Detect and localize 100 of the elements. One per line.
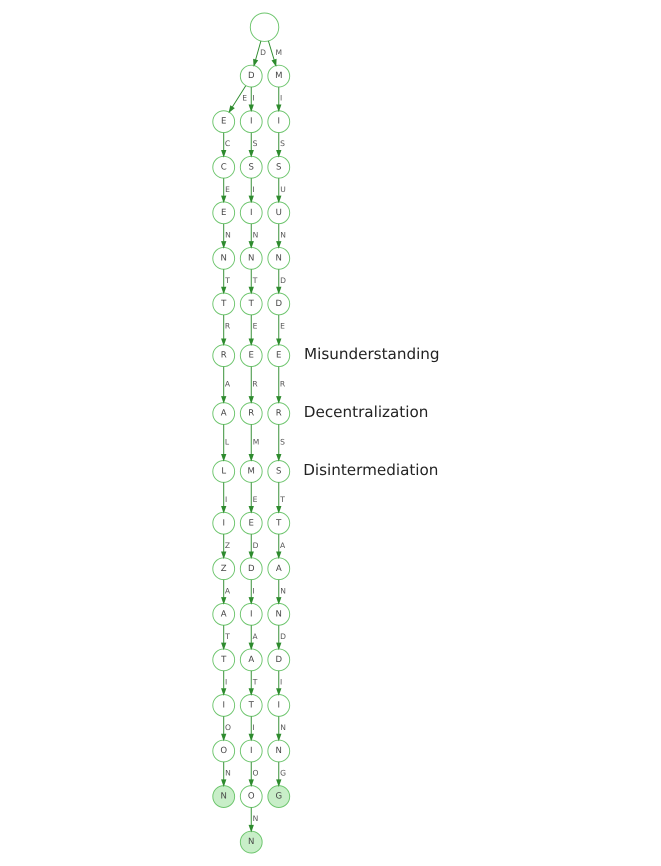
edge-label: M: [252, 437, 260, 446]
edge-label: N: [280, 586, 286, 596]
edge-label: E: [242, 94, 247, 103]
arrow: [276, 268, 282, 294]
arrow: [221, 579, 226, 605]
node-circle: I: [240, 201, 263, 224]
arrow: [221, 716, 226, 742]
node-circle: N: [267, 602, 290, 626]
node-circle: A: [267, 557, 290, 580]
node-circle: I: [212, 694, 236, 717]
node-circle: A: [240, 648, 263, 672]
node-circle: O: [240, 785, 263, 808]
arrow: [248, 624, 254, 650]
node-circle: N: [240, 246, 263, 270]
node-circle: S: [240, 156, 263, 179]
node-circle: N: [267, 740, 290, 762]
node-circle: S: [267, 156, 290, 179]
edge-label: N: [280, 723, 286, 732]
edge-label: S: [280, 437, 285, 446]
arrow: [276, 178, 282, 204]
edge-label: N: [252, 230, 258, 240]
node-circle: A: [212, 402, 236, 425]
edge-label: I: [224, 677, 228, 686]
edge-label: N: [252, 814, 258, 824]
label: Decentralization: [304, 403, 428, 422]
arrow: [276, 482, 282, 514]
edge-label: D: [260, 48, 266, 58]
arrow: [221, 534, 226, 560]
arrow: [248, 482, 254, 514]
node-circle: O: [212, 740, 236, 762]
node-circle: I: [240, 110, 263, 134]
arrow: [221, 223, 226, 249]
label: Disintermediation: [303, 461, 438, 480]
edge-label: O: [225, 723, 231, 732]
node-circle: R: [212, 344, 236, 368]
node-circle: T: [212, 292, 236, 316]
node-circle: [250, 12, 280, 42]
arrow: [248, 132, 254, 158]
arrow: [221, 762, 226, 787]
arrow: [248, 424, 254, 462]
edge-label: O: [252, 768, 258, 778]
arrow: [276, 132, 282, 158]
arrow: [248, 762, 254, 787]
arrow: [221, 178, 226, 204]
edge-label: R: [224, 321, 230, 330]
node-circle: L: [212, 460, 236, 483]
node-circle: E: [240, 512, 263, 535]
arrow: [276, 86, 282, 112]
node-circle: T: [267, 512, 290, 535]
arrow: [276, 223, 282, 249]
edge-label: N: [280, 230, 286, 240]
node-circle: I: [240, 740, 263, 762]
edge-label: E: [225, 184, 230, 194]
node-circle: E: [267, 344, 290, 368]
arrow: [248, 807, 254, 833]
arrow: [248, 366, 254, 404]
node-circle: N: [240, 830, 263, 854]
node-circle: D: [267, 292, 290, 316]
edge-label: Z: [224, 540, 230, 550]
node-circle: E: [212, 201, 236, 224]
node-circle: S: [267, 460, 290, 483]
edge-label: S: [280, 139, 285, 148]
node-circle: D: [240, 64, 263, 88]
arrow: [276, 314, 282, 346]
edge-label: A: [252, 632, 258, 641]
arrow: [221, 268, 226, 294]
edge-label: E: [252, 495, 258, 504]
node-circle: M: [267, 64, 290, 88]
arrow: [276, 534, 282, 560]
arrow: [221, 624, 226, 650]
edge-label: A: [224, 379, 230, 388]
arrow: [228, 85, 246, 114]
edge-label: M: [275, 48, 282, 58]
edge-label: L: [224, 437, 230, 446]
edge-label: D: [280, 632, 286, 641]
node-circle: N: [212, 785, 236, 808]
node-circle: E: [212, 110, 236, 134]
arrow: [248, 178, 254, 204]
node-circle: I: [267, 694, 290, 717]
edge-label: N: [225, 230, 231, 240]
node-circle: C: [212, 156, 236, 179]
edge-label: T: [280, 495, 285, 504]
edge-label: I: [252, 586, 255, 596]
arrow: [248, 670, 254, 696]
label: Misunderstanding: [304, 345, 440, 364]
arrow: [248, 223, 254, 249]
arrow: [221, 670, 226, 696]
edge-label: N: [225, 768, 231, 778]
arrow: [268, 40, 277, 67]
arrow: [276, 424, 282, 462]
arrow: [276, 624, 282, 650]
node-circle: R: [240, 402, 263, 425]
edge-label: R: [280, 379, 286, 388]
edge-label: I: [252, 184, 255, 194]
arrow: [221, 132, 226, 158]
edge-label: T: [252, 276, 258, 285]
node-circle: G: [267, 785, 290, 808]
arrow: [276, 716, 282, 742]
edge-label: D: [280, 276, 286, 285]
arrow: [221, 482, 226, 514]
